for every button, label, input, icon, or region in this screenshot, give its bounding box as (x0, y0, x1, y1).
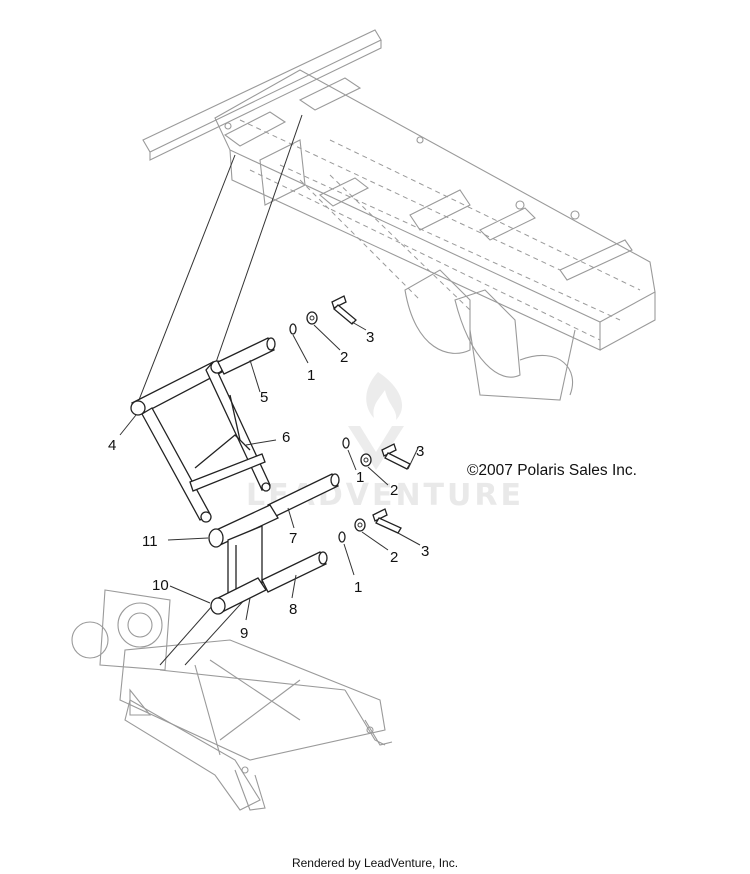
callout-8: 8 (289, 601, 297, 618)
lower-frame (71, 589, 393, 811)
footer-credit: Rendered by LeadVenture, Inc. (291, 856, 459, 870)
callout-2: 2 (340, 349, 348, 366)
callout-numbers: 1 2 3 4 5 6 1 2 3 7 11 1 2 3 10 8 9 (108, 329, 429, 642)
bolts (331, 295, 411, 534)
callout-3: 3 (421, 543, 429, 560)
callout-6: 6 (282, 429, 290, 446)
callout-5: 5 (260, 389, 268, 406)
lower-link-arm (208, 504, 279, 615)
washers (289, 311, 372, 543)
pin-8 (261, 551, 328, 593)
callout-9: 9 (240, 625, 248, 642)
callout-3: 3 (416, 443, 424, 460)
callout-10: 10 (152, 577, 169, 594)
callout-7: 7 (289, 530, 297, 547)
callout-2: 2 (390, 549, 398, 566)
upper-link-arm (130, 360, 271, 523)
copyright-text: ©2007 Polaris Sales Inc. (467, 462, 637, 479)
callout-1: 1 (307, 367, 315, 384)
callout-3: 3 (366, 329, 374, 346)
callout-4: 4 (108, 437, 116, 454)
callout-11: 11 (142, 533, 158, 550)
callout-1: 1 (354, 579, 362, 596)
upper-frame (142, 29, 656, 401)
leader-lines (119, 321, 421, 621)
pin-5 (217, 337, 276, 375)
callout-1: 1 (356, 469, 364, 486)
callout-2: 2 (390, 482, 398, 499)
